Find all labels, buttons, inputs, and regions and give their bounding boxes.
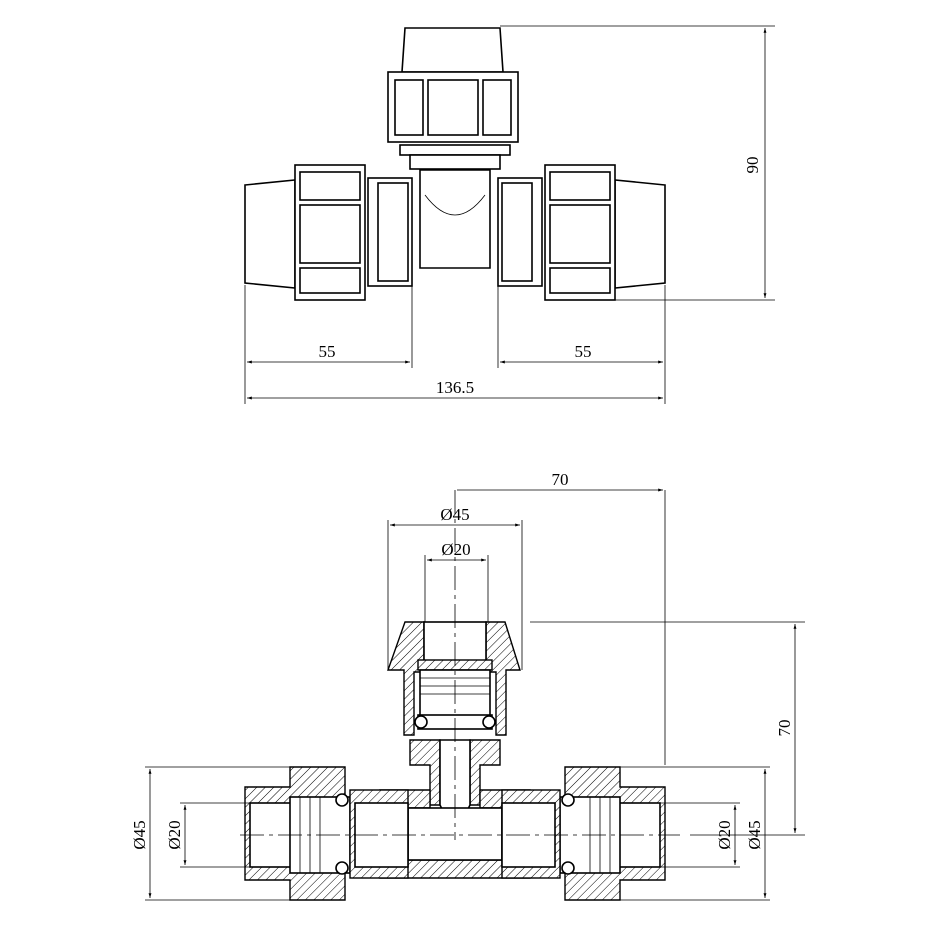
right-outer-diameter-label: Ø45	[745, 820, 764, 849]
right-end-cap	[614, 179, 666, 289]
section-view: 70 Ø45 Ø20 70 Ø45 Ø20 Ø20 Ø45	[130, 470, 805, 901]
branch-offset-dim-label: 70	[552, 470, 569, 489]
branch-end-cap	[401, 27, 504, 73]
tee-body	[419, 169, 491, 269]
height-dim-label: 90	[743, 157, 762, 174]
top-view: 90 55 55 136.5	[244, 25, 775, 404]
branch-inner-diameter-label: Ø20	[441, 540, 470, 559]
left-end-cap	[244, 179, 296, 289]
right-length-dim-label: 55	[575, 342, 592, 361]
left-length-dim-label: 55	[319, 342, 336, 361]
right-inner-diameter-label: Ø20	[715, 820, 734, 849]
total-length-dim-label: 136.5	[436, 378, 474, 397]
left-inner-diameter-label: Ø20	[165, 820, 184, 849]
branch-outer-diameter-label: Ø45	[440, 505, 469, 524]
branch-height-dim-label: 70	[775, 720, 794, 737]
left-outer-diameter-label: Ø45	[130, 820, 149, 849]
